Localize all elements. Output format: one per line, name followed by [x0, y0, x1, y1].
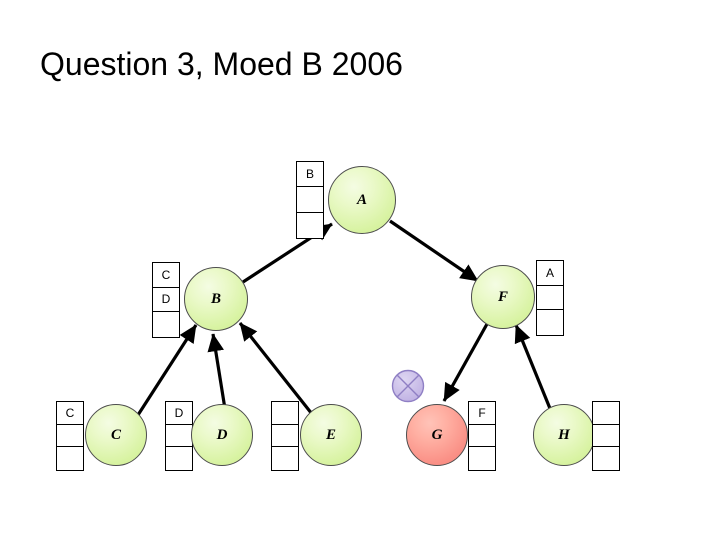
graph-node-c[interactable]: C	[85, 404, 147, 466]
cellbox-h-cell-1	[593, 425, 619, 448]
cellbox-g: F	[468, 401, 496, 471]
graph-node-f-label: F	[497, 288, 508, 305]
cellbox-b-cell-0: C	[153, 263, 179, 288]
edge-f-to-g	[442, 323, 489, 402]
graph-node-h[interactable]: H	[533, 404, 595, 466]
cellbox-b-cell-1: D	[153, 288, 179, 313]
cellbox-g-cell-0: F	[469, 402, 495, 425]
cellbox-d-cell-1	[166, 425, 192, 448]
cellbox-h	[592, 401, 620, 471]
graph-node-e[interactable]: E	[300, 404, 362, 466]
page-title: Question 3, Moed B 2006	[40, 46, 403, 82]
graph-node-a[interactable]: A	[328, 166, 396, 234]
cellbox-f-cell-2	[537, 310, 563, 335]
graph-node-b[interactable]: B	[184, 267, 248, 331]
cellbox-c-cell-1	[57, 425, 83, 448]
graph-node-h-label: H	[558, 426, 570, 443]
cellbox-d-cell-0: D	[166, 402, 192, 425]
graph-node-b-label: B	[210, 290, 221, 307]
edge-c-to-b	[136, 324, 198, 416]
graph-node-d-label: D	[216, 426, 228, 443]
crossed-circle-icon	[391, 369, 425, 403]
cellbox-f: A	[536, 260, 564, 336]
cellbox-f-cell-1	[537, 286, 563, 311]
cellbox-c-cell-2	[57, 447, 83, 470]
cellbox-a-cell-1	[297, 187, 323, 213]
cellbox-a-cell-0: B	[297, 162, 323, 188]
cellbox-c-cell-0: C	[57, 402, 83, 425]
cellbox-b: C D	[152, 262, 180, 338]
cellbox-f-cell-0: A	[537, 261, 563, 286]
cellbox-e	[271, 401, 299, 471]
graph-node-g[interactable]: G	[406, 404, 468, 466]
cellbox-g-cell-2	[469, 447, 495, 470]
cellbox-b-cell-2	[153, 312, 179, 337]
edge-a-to-f	[389, 219, 479, 283]
cellbox-e-cell-2	[272, 447, 298, 470]
cellbox-e-cell-0	[272, 402, 298, 425]
graph-node-c-label: C	[110, 426, 121, 443]
cellbox-h-cell-0	[593, 402, 619, 425]
cellbox-e-cell-1	[272, 425, 298, 448]
edge-h-to-f	[514, 324, 553, 412]
graph-node-e-label: E	[325, 426, 336, 443]
graph-node-d[interactable]: D	[191, 404, 253, 466]
cellbox-c: C	[56, 401, 84, 471]
cellbox-h-cell-2	[593, 447, 619, 470]
cellbox-d-cell-2	[166, 447, 192, 470]
cellbox-a: B	[296, 161, 324, 239]
cellbox-g-cell-1	[469, 425, 495, 448]
edge-d-to-b	[207, 333, 227, 410]
graph-node-f[interactable]: F	[471, 265, 535, 329]
cellbox-a-cell-2	[297, 213, 323, 238]
graph-node-g-label: G	[431, 426, 443, 443]
graph-node-a-label: A	[356, 191, 367, 208]
edge-e-to-b	[238, 322, 314, 415]
cellbox-d: D	[165, 401, 193, 471]
